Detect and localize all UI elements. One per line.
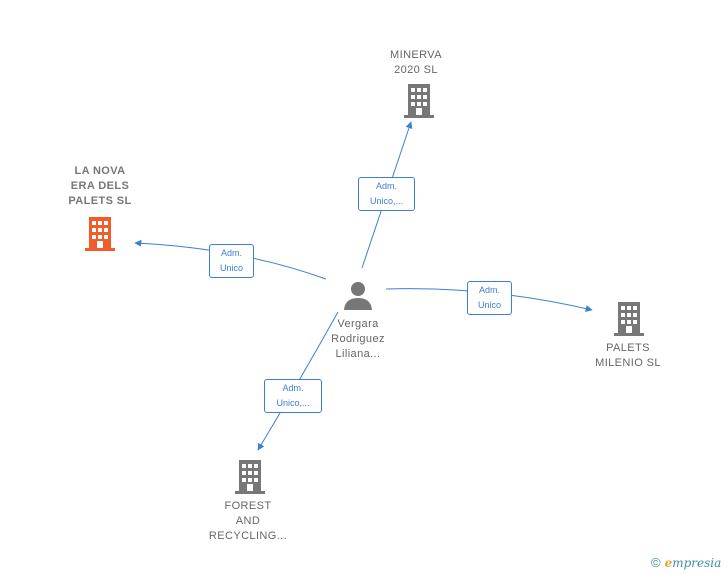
footer-brand: © empresia bbox=[651, 555, 721, 570]
building-icon[interactable] bbox=[614, 302, 644, 336]
brand-rest: mpresia bbox=[672, 555, 722, 570]
node-label-palets-milenio[interactable]: PALETS MILENIO SL bbox=[595, 342, 661, 369]
person-icon[interactable] bbox=[343, 280, 373, 310]
building-icon[interactable] bbox=[85, 217, 115, 251]
node-label-forest-and-recycling[interactable]: FOREST AND RECYCLING... bbox=[208, 500, 288, 542]
node-label-minerva[interactable]: MINERVA 2020 SL bbox=[390, 49, 442, 76]
brand-initial: e bbox=[664, 555, 673, 570]
building-icon[interactable] bbox=[235, 460, 265, 494]
copyright-icon: © bbox=[651, 555, 661, 570]
empresia-logo[interactable]: empresia bbox=[665, 556, 722, 570]
node-label-la-nova-era-dels-palets[interactable]: LA NOVA ERA DELS PALETS SL bbox=[68, 165, 132, 207]
edge-label-to-palets-milenio: Adm. Unico bbox=[467, 281, 512, 315]
edge-label-to-la-nova: Adm. Unico bbox=[209, 244, 254, 278]
node-label-person[interactable]: Vergara Rodriguez Liliana... bbox=[331, 318, 385, 360]
edge-label-to-forest: Adm. Unico,... bbox=[264, 379, 322, 413]
building-icon[interactable] bbox=[404, 84, 434, 118]
edge-label-to-minerva: Adm. Unico,... bbox=[358, 177, 415, 211]
